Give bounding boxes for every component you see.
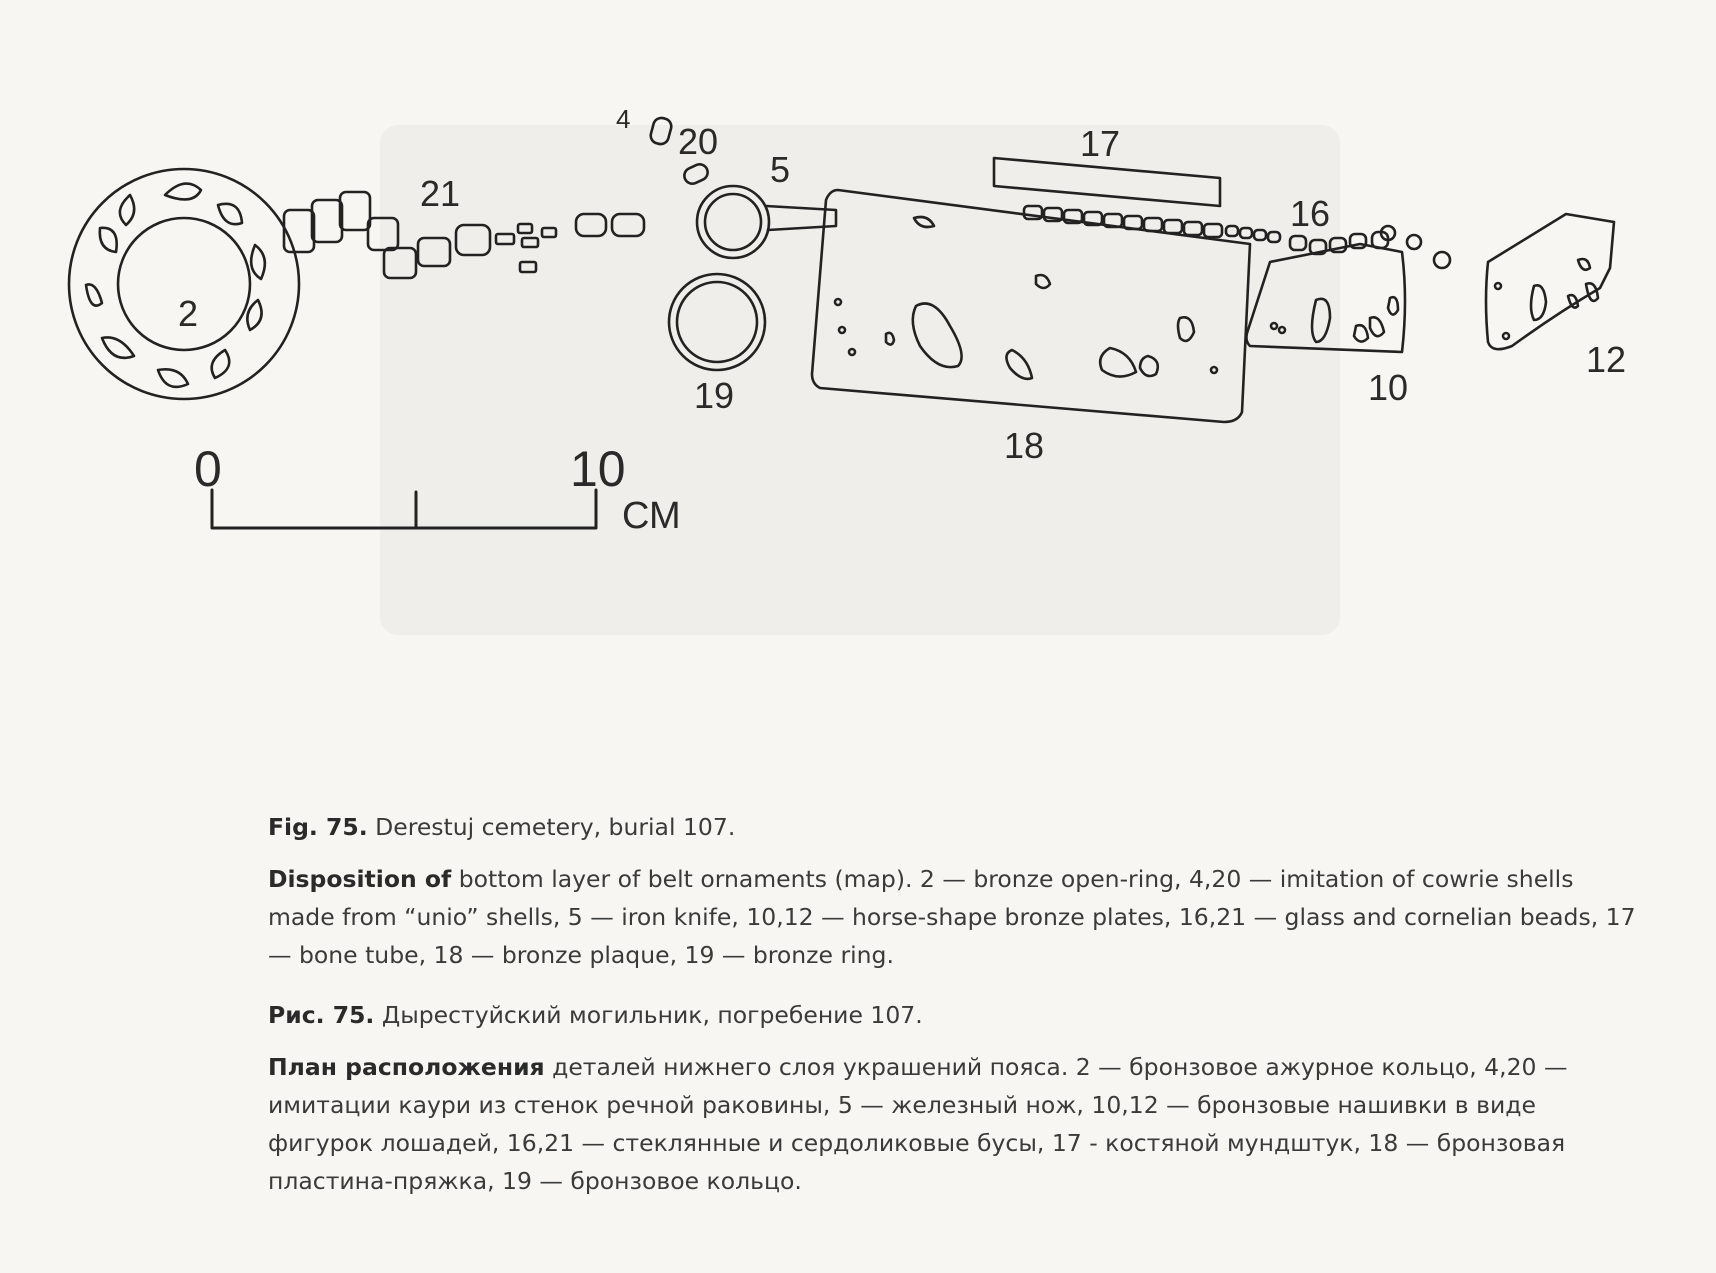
cowrie-imitation-4 xyxy=(649,116,673,146)
caption-en-body: Disposition of bottom layer of belt orna… xyxy=(268,860,1638,974)
scale-zero: 0 xyxy=(194,441,222,497)
label-5: 5 xyxy=(770,149,790,190)
label-10: 10 xyxy=(1368,367,1408,408)
caption-ru-title: Рис. 75. Дырестуйский могильник, погребе… xyxy=(268,996,1638,1034)
bronze-plaque-18 xyxy=(810,188,1252,424)
iron-knife-5 xyxy=(695,184,838,260)
caption-en-title: Fig. 75. Derestuj cemetery, burial 107. xyxy=(268,808,1638,846)
scale-ten: 10 xyxy=(570,441,626,497)
label-4: 4 xyxy=(616,104,630,134)
caption-en-body-text: bottom layer of belt ornaments (map). 2 … xyxy=(268,865,1636,969)
label-21: 21 xyxy=(420,173,460,214)
label-2: 2 xyxy=(178,293,198,334)
caption-ru-body-text: деталей нижнего слоя украшений пояса. 2 … xyxy=(268,1053,1568,1195)
background-shadow xyxy=(380,125,1340,635)
caption-ru-body: План расположения деталей нижнего слоя у… xyxy=(268,1048,1638,1200)
caption-ru-lead: План расположения xyxy=(268,1053,545,1081)
scale-unit: СМ xyxy=(622,495,681,537)
caption-en-lead: Disposition of xyxy=(268,865,452,893)
label-16: 16 xyxy=(1290,193,1330,234)
caption-ru-fig-label: Рис. 75. xyxy=(268,1001,375,1029)
bronze-ring-19 xyxy=(667,272,767,372)
label-17: 17 xyxy=(1080,123,1120,164)
label-12: 12 xyxy=(1586,339,1626,380)
bone-tube-17 xyxy=(992,156,1222,208)
beads-21 xyxy=(282,190,646,280)
label-19: 19 xyxy=(694,375,734,416)
horse-plate-12 xyxy=(1484,212,1616,351)
burial-plan-drawing: 2 4 20 5 21 17 16 19 18 10 12 0 10 СМ xyxy=(67,104,1626,537)
beads-16 xyxy=(1022,204,1452,270)
label-18: 18 xyxy=(1004,425,1044,466)
openwork-ring-2 xyxy=(67,167,301,401)
scale-bar xyxy=(210,488,598,530)
cowrie-imitation-20 xyxy=(683,163,709,185)
caption-en-fig-label: Fig. 75. xyxy=(268,813,368,841)
caption-ru-title-text: Дырестуйский могильник, погребение 107. xyxy=(374,1001,923,1029)
caption-en-title-text: Derestuj cemetery, burial 107. xyxy=(367,813,736,841)
label-20: 20 xyxy=(678,121,718,162)
horse-plate-10 xyxy=(1245,242,1407,354)
